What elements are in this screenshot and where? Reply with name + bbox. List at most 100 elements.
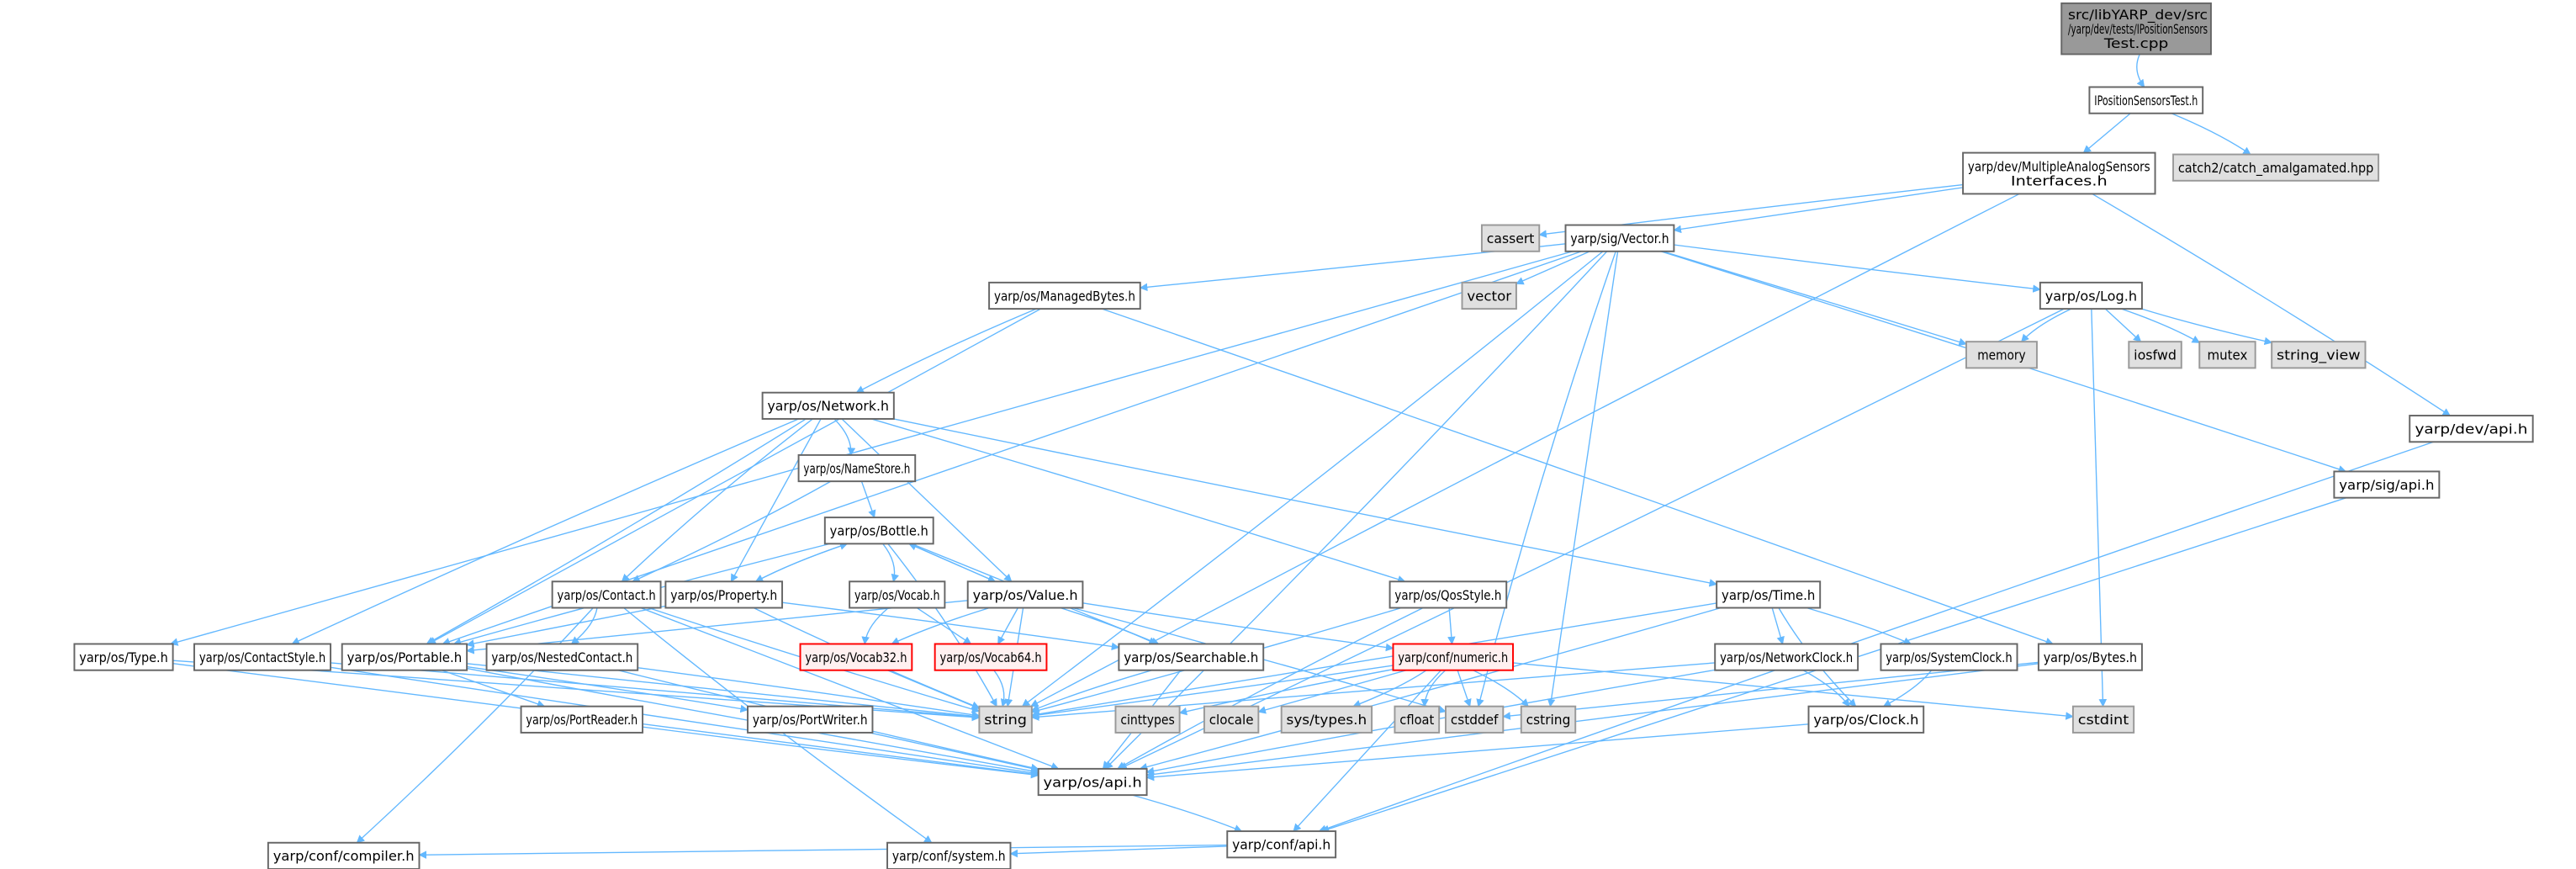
node-clock[interactable]: yarp/os/Clock.h	[1807, 705, 1925, 734]
node-vectorh[interactable]: yarp/sig/Vector.h	[1564, 224, 1675, 252]
edge-numeric-to-confapi	[1293, 670, 1441, 832]
nodes-layer: src/libYARP_dev/src/yarp/dev/tests/IPosi…	[73, 2, 2534, 869]
edge-ipst-to-catch2	[2171, 113, 2251, 156]
edge-netclock-to-clock	[1802, 670, 1850, 707]
node-label: yarp/conf/api.h	[1232, 837, 1330, 853]
node-label: cfloat	[1399, 712, 1434, 728]
node-portreader[interactable]: yarp/os/PortReader.h	[520, 705, 644, 734]
node-property[interactable]: yarp/os/Property.h	[664, 580, 784, 609]
node-label: cstddef	[1451, 712, 1499, 728]
node-osapi[interactable]: yarp/os/api.h	[1037, 767, 1148, 797]
edge-property-to-portable	[466, 605, 666, 648]
node-bottle[interactable]: yarp/os/Bottle.h	[823, 517, 934, 545]
edge-vectorh-to-memory	[1662, 251, 1967, 347]
node-cpp[interactable]: src/libYARP_dev/src/yarp/dev/tests/IPosi…	[2060, 2, 2212, 56]
node-type[interactable]: yarp/os/Type.h	[73, 643, 174, 671]
edge-time-to-sysclock	[1806, 607, 1912, 645]
node-label: cinttypes	[1120, 712, 1174, 728]
node-devapi[interactable]: yarp/dev/api.h	[2409, 415, 2534, 443]
edge-contact-to-osapi	[640, 607, 1060, 771]
edge-network-to-property	[730, 418, 822, 583]
node-label: yarp/os/PortReader.h	[526, 712, 637, 728]
node-contact[interactable]: yarp/os/Contact.h	[551, 580, 662, 609]
node-numeric[interactable]: yarp/conf/numeric.h	[1392, 643, 1515, 671]
node-memory: memory	[1965, 341, 2038, 369]
node-label: yarp/os/Contact.h	[558, 587, 656, 603]
node-namestore[interactable]: yarp/os/NameStore.h	[797, 453, 917, 483]
edge-numeric-to-cstdint	[1512, 662, 2074, 720]
node-label: string	[984, 712, 1027, 728]
node-box	[1461, 281, 1517, 310]
edge-value-to-bottle	[908, 543, 996, 582]
node-label: iosfwd	[2134, 347, 2177, 363]
node-label: memory	[1977, 347, 2025, 363]
node-box	[1394, 705, 1441, 734]
node-system[interactable]: yarp/conf/system.h	[886, 841, 1012, 869]
node-box	[73, 643, 174, 671]
node-label: cstring	[1526, 712, 1571, 728]
node-box	[2088, 86, 2204, 114]
node-log[interactable]: yarp/os/Log.h	[2039, 281, 2143, 310]
node-box	[2128, 341, 2182, 369]
edge-nested-to-string	[637, 667, 981, 719]
node-box	[1114, 705, 1181, 734]
node-value[interactable]: yarp/os/Value.h	[966, 580, 1084, 609]
node-masi[interactable]: yarp/dev/MultipleAnalogSensorsInterfaces…	[1962, 151, 2156, 195]
node-box	[1203, 705, 1260, 734]
node-box	[1444, 705, 1505, 734]
node-label: yarp/dev/api.h	[2415, 421, 2527, 437]
edge-bytes-to-osapi	[1145, 663, 2039, 779]
node-portwriter[interactable]: yarp/os/PortWriter.h	[747, 705, 874, 734]
node-sysclock[interactable]: yarp/os/SystemClock.h	[1880, 643, 2018, 671]
node-box	[664, 580, 784, 609]
node-compiler[interactable]: yarp/conf/compiler.h	[267, 841, 421, 869]
node-bytes[interactable]: yarp/os/Bytes.h	[2037, 643, 2143, 671]
node-managed[interactable]: yarp/os/ManagedBytes.h	[988, 281, 1141, 310]
edge-contact-to-nested	[570, 607, 598, 645]
node-cstddef: cstddef	[1444, 705, 1505, 734]
edge-numeric-to-clocale	[1257, 670, 1407, 714]
node-box	[341, 643, 468, 671]
node-box	[193, 643, 332, 671]
node-vocab[interactable]: yarp/os/Vocab.h	[849, 580, 946, 609]
edge-log-to-memory	[2020, 308, 2072, 342]
node-nested[interactable]: yarp/os/NestedContact.h	[485, 643, 639, 671]
node-cassert: cassert	[1480, 224, 1541, 252]
node-ipst[interactable]: IPositionSensorsTest.h	[2088, 86, 2204, 114]
node-box	[1037, 767, 1148, 797]
node-label: yarp/os/Network.h	[767, 398, 889, 414]
node-box	[1226, 830, 1337, 859]
edge-clock-to-osapi	[1145, 723, 1809, 782]
edge-confapi-to-system	[1009, 845, 1228, 858]
node-box	[886, 841, 1012, 869]
node-sigapi[interactable]: yarp/sig/api.h	[2333, 470, 2441, 499]
node-box	[2060, 2, 2212, 56]
edge-numeric-to-string	[1030, 665, 1394, 719]
edge-vocab32-to-string	[887, 670, 981, 710]
node-vocab64[interactable]: yarp/os/Vocab64.h	[934, 643, 1048, 671]
node-netclock[interactable]: yarp/os/NetworkClock.h	[1714, 643, 1859, 671]
node-vocab32[interactable]: yarp/os/Vocab32.h	[799, 643, 913, 671]
node-label: yarp/sig/Vector.h	[1570, 230, 1669, 246]
node-contactstyle[interactable]: yarp/os/ContactStyle.h	[193, 643, 332, 671]
node-confapi[interactable]: yarp/conf/api.h	[1226, 830, 1337, 859]
edge-portwriter-to-osapi	[869, 732, 1039, 773]
edge-network-to-portable	[426, 418, 807, 645]
node-string_view: string_view	[2271, 341, 2367, 369]
node-label: yarp/os/Type.h	[79, 649, 167, 665]
edge-vectorh-to-log	[1674, 244, 2041, 293]
node-portable[interactable]: yarp/os/Portable.h	[341, 643, 468, 671]
node-box	[823, 517, 934, 545]
node-searchable[interactable]: yarp/os/Searchable.h	[1118, 643, 1265, 671]
node-label: yarp/os/Vocab32.h	[805, 649, 907, 665]
edge-log-to-osapi	[1119, 308, 2065, 770]
node-label: yarp/os/Portable.h	[347, 649, 463, 665]
node-network[interactable]: yarp/os/Network.h	[761, 391, 895, 420]
edge-bottle-to-string	[887, 543, 997, 707]
node-string: string	[978, 705, 1033, 734]
node-box	[520, 705, 644, 734]
node-time[interactable]: yarp/os/Time.h	[1716, 580, 1822, 609]
node-label: string_view	[2277, 347, 2361, 364]
node-qos[interactable]: yarp/os/QosStyle.h	[1389, 580, 1508, 609]
